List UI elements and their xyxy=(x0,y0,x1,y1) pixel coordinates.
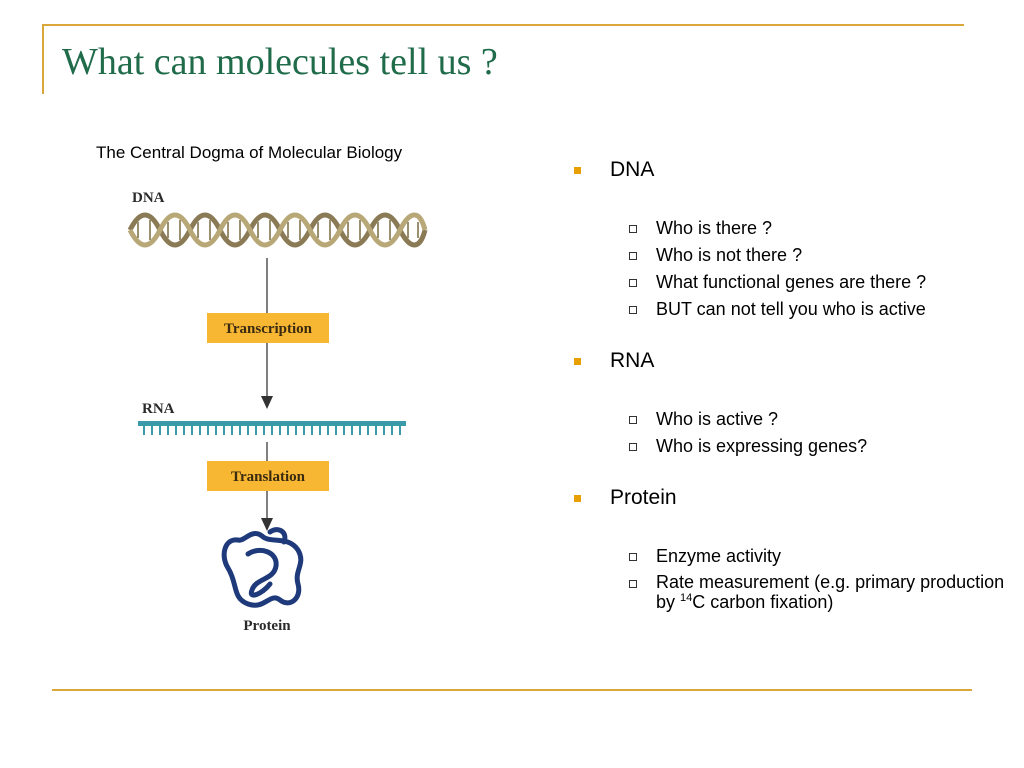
isotope-superscript: 14 xyxy=(680,592,693,604)
frame-left-rule xyxy=(42,24,44,94)
list-item: What functional genes are there ? xyxy=(572,271,1012,293)
list-item: Rate measurement (e.g. primary productio… xyxy=(572,572,1012,612)
dna-helix-icon xyxy=(127,212,428,248)
section-heading-text: RNA xyxy=(610,349,655,372)
list-item: Who is not there ? xyxy=(572,244,1012,266)
list-item: Who is there ? xyxy=(572,217,1012,239)
list-item: Who is active ? xyxy=(572,408,1012,430)
checkbox-bullet-icon xyxy=(629,443,637,451)
section-rna-heading: RNA xyxy=(572,348,1012,374)
arrowhead-icon xyxy=(261,396,273,409)
checkbox-bullet-icon xyxy=(629,580,637,588)
list-item: Enzyme activity xyxy=(572,545,1012,567)
protein-icon xyxy=(221,527,304,608)
translation-label: Translation xyxy=(231,469,306,485)
checkbox-bullet-icon xyxy=(629,306,637,314)
rna-strand-icon xyxy=(138,421,406,435)
central-dogma-diagram: DNA Transcription RNA xyxy=(127,190,428,634)
bullet-square-icon xyxy=(574,358,581,365)
list-item: Who is expressing genes? xyxy=(572,435,1012,457)
transcription-box xyxy=(207,313,329,343)
rna-label: RNA xyxy=(142,401,175,417)
bullet-list: DNA Who is there ? Who is not there ? Wh… xyxy=(572,157,1012,617)
frame-top-rule xyxy=(42,24,964,26)
section-dna-heading: DNA xyxy=(572,157,1012,183)
bullet-square-icon xyxy=(574,167,581,174)
checkbox-bullet-icon xyxy=(629,279,637,287)
checkbox-bullet-icon xyxy=(629,225,637,233)
section-heading-text: Protein xyxy=(610,486,677,509)
checkbox-bullet-icon xyxy=(629,252,637,260)
bottom-rule xyxy=(52,689,972,691)
dna-label: DNA xyxy=(132,190,165,206)
transcription-label: Transcription xyxy=(224,321,313,337)
diagram-caption: The Central Dogma of Molecular Biology xyxy=(96,143,403,162)
protein-label: Protein xyxy=(243,618,291,634)
bullet-square-icon xyxy=(574,495,581,502)
slide-title: What can molecules tell us ? xyxy=(62,41,498,83)
arrowhead-icon xyxy=(261,518,273,531)
translation-box xyxy=(207,461,329,491)
checkbox-bullet-icon xyxy=(629,416,637,424)
checkbox-bullet-icon xyxy=(629,553,637,561)
section-protein-heading: Protein xyxy=(572,485,1012,511)
list-item: BUT can not tell you who is active xyxy=(572,298,1012,320)
section-heading-text: DNA xyxy=(610,158,655,181)
